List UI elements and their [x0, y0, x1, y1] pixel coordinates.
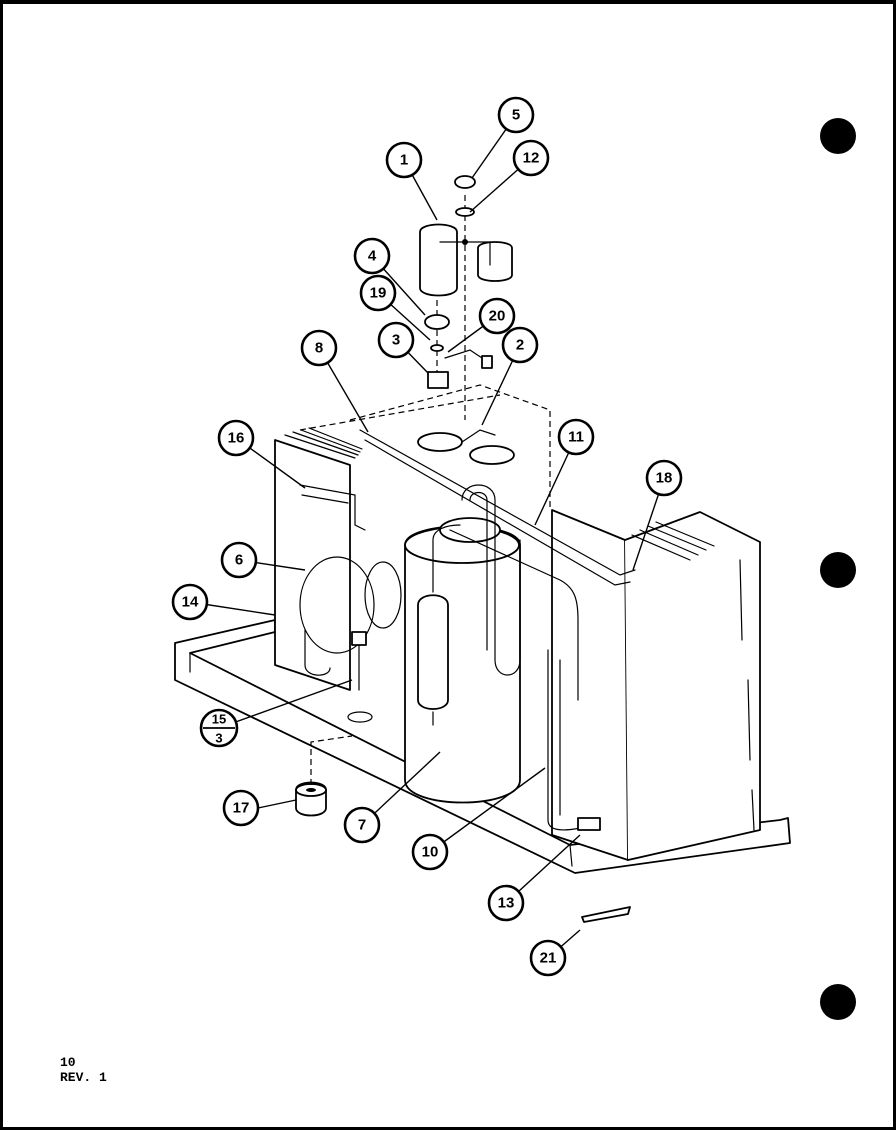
callout-19: 19	[359, 274, 397, 312]
callout-1: 1	[385, 141, 423, 179]
callout-18: 18	[645, 459, 683, 497]
callout-3: 3	[377, 321, 415, 359]
binder-hole-middle	[820, 552, 856, 588]
callout-5-label: 5	[512, 107, 520, 124]
rear-shroud-outline	[349, 384, 551, 510]
page-number: 10	[60, 1055, 76, 1070]
callout-1-label: 1	[400, 152, 408, 169]
callout-6-label: 6	[235, 552, 243, 569]
left-coil	[274, 394, 501, 691]
refrigerant-tubing	[299, 429, 636, 831]
mounting-bolt	[347, 631, 373, 723]
mounting-grommet	[295, 735, 353, 817]
callout-3-label: 3	[392, 332, 400, 349]
callout-16: 16	[217, 419, 255, 457]
callout-4: 4	[353, 237, 391, 275]
binder-hole-top	[820, 118, 856, 154]
callout-6: 6	[220, 541, 258, 579]
callout-12: 12	[512, 139, 550, 177]
callout-10: 10	[411, 833, 449, 871]
callout-20-label: 20	[489, 308, 506, 325]
hardware-stack	[424, 175, 493, 420]
callout-7-label: 7	[358, 817, 366, 834]
binder-hole-bottom	[820, 984, 856, 1020]
page-footer: 10 REV. 1	[60, 1055, 107, 1085]
callout-20: 20	[478, 297, 516, 335]
capillary-ring	[299, 556, 402, 676]
callout-7: 7	[343, 806, 381, 844]
callout-8-label: 8	[315, 340, 323, 357]
callout-21-label: 21	[540, 950, 557, 967]
callout-13-label: 13	[498, 895, 515, 912]
callout-11: 11	[557, 418, 595, 456]
callout-15-label: 15	[212, 712, 226, 727]
callout-18-label: 18	[656, 470, 673, 487]
callout-17-label: 17	[233, 800, 250, 817]
callout-10-label: 10	[422, 844, 439, 861]
callout-4-label: 4	[368, 248, 377, 265]
capacitor-bracket	[417, 429, 515, 465]
callout-21: 21	[529, 939, 567, 977]
wire-clip	[581, 906, 631, 923]
callout-2-label: 2	[516, 337, 524, 354]
callout-3-sub-label: 3	[215, 731, 222, 746]
callout-11-label: 11	[568, 429, 584, 446]
callout-17: 17	[222, 789, 260, 827]
capacitor	[419, 223, 513, 297]
callout-14-label: 14	[182, 594, 199, 611]
callout-15-3: 15 3	[199, 708, 239, 748]
callout-14: 14	[171, 583, 209, 621]
callout-19-label: 19	[370, 285, 387, 302]
callout-5: 5	[497, 96, 535, 134]
callout-12-label: 12	[523, 150, 540, 167]
callout-8: 8	[300, 329, 338, 367]
callout-13: 13	[487, 884, 525, 922]
revision-label: REV. 1	[60, 1070, 107, 1085]
right-coil	[551, 509, 761, 861]
callout-16-label: 16	[228, 430, 245, 447]
accumulator	[417, 524, 461, 726]
callout-2: 2	[501, 326, 539, 364]
